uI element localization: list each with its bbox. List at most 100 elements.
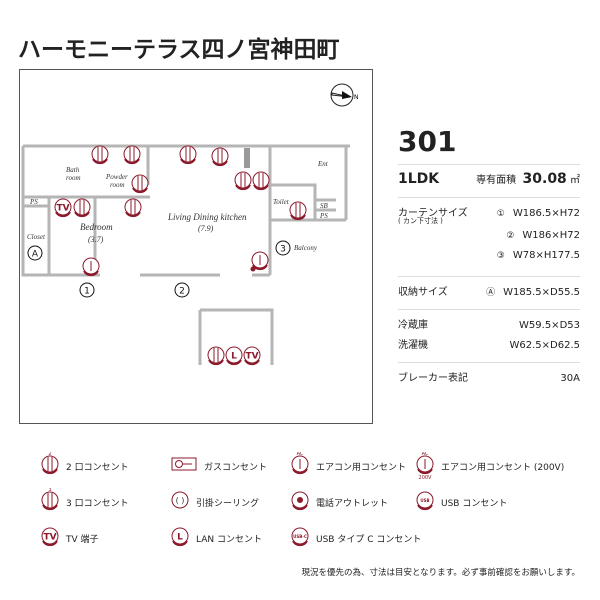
curtain-marker-3: 3: [280, 245, 286, 255]
room-label-ent: Ent: [317, 160, 329, 168]
curtain-no: ②: [506, 231, 515, 241]
pillar: [244, 148, 250, 168]
power-outlet-icon: [131, 174, 149, 194]
fridge-size: W59.5×D53: [519, 320, 580, 331]
room-label-balcony: Balcony: [294, 244, 318, 252]
power-outlet-icon: [211, 147, 229, 167]
svg-text:TV: TV: [56, 204, 69, 214]
legend-item: ガスコンセント: [170, 452, 267, 480]
curtain-marker-1: 1: [84, 287, 90, 297]
power-outlet-icon: [234, 171, 252, 191]
power-outlet-icon: [207, 346, 225, 366]
phone-outlet-icon: [250, 266, 256, 272]
washer-size: W62.5×D62.5: [509, 340, 581, 351]
power-outlet-icon: [124, 198, 142, 218]
property-title: ハーモニーテラス四ノ宮神田町: [18, 37, 340, 63]
svg-text:( ): ( ): [176, 496, 185, 505]
room-size-bedroom: (3.7): [88, 235, 104, 244]
power-outlet-icon: [252, 171, 270, 191]
outlet-3-icon: 3: [41, 488, 59, 511]
room-label-powder2: room: [110, 181, 125, 189]
ac-200v-outlet-icon: AC 200V: [416, 452, 434, 480]
storage-label: 収納サイズ: [398, 287, 448, 298]
usb-outlet-icon: USB: [416, 491, 434, 511]
legend-label: ガスコンセント: [204, 462, 268, 473]
washer-label: 洗濯機: [398, 340, 428, 351]
power-outlet-icon: [289, 201, 307, 221]
gas-outlet-icon: [171, 457, 197, 471]
room-label-sb: SB: [320, 202, 329, 210]
room-label-powder: Powder: [105, 173, 128, 181]
ceiling-hook-icon: ( ): [171, 491, 189, 509]
legend-item: 2 2 口コンセント: [40, 452, 129, 480]
svg-text:TV: TV: [43, 533, 56, 543]
legend-label: 3 口コンセント: [66, 498, 129, 509]
legend-tag2: 200V: [419, 475, 433, 480]
outlet-tv-icon: TV: [54, 198, 72, 218]
room-label-ps2: PS: [319, 212, 328, 220]
legend-label: USB コンセント: [441, 498, 508, 509]
room-label-closet: Closet: [27, 233, 46, 241]
phone-outlet-icon: [291, 491, 309, 511]
power-outlet-icon: [251, 251, 269, 271]
legend-label: エアコン用コンセント: [316, 462, 407, 473]
room-label-bedroom: Bedroom: [80, 222, 113, 232]
floor-plan-drawing: N Bath room Powder room Bedroom (3.7) Li…: [21, 83, 359, 366]
svg-text:L: L: [231, 352, 237, 362]
compass-label: N: [354, 94, 359, 101]
compass-icon: N: [330, 83, 359, 107]
legend-item: ( ) 引掛シーリング: [170, 488, 259, 516]
legend-tag: 3: [48, 488, 51, 493]
legend-label: 電話アウトレット: [316, 498, 389, 509]
legend-label: 引掛シーリング: [196, 498, 260, 509]
curtain-no: ③: [496, 251, 505, 261]
power-outlet-icon: [82, 257, 100, 277]
storage-size: W185.5×D55.5: [503, 287, 580, 298]
legend-label: TV 端子: [66, 534, 99, 545]
svg-text:USB: USB: [420, 498, 429, 503]
curtain-size: W78×H177.5: [512, 250, 580, 261]
area-value: 30.08: [522, 171, 567, 187]
curtain-marker-2: 2: [179, 287, 185, 297]
room-number: 301: [398, 125, 457, 158]
outlet-tv-icon: TV: [243, 346, 261, 366]
legend-item: 3 3 口コンセント: [40, 488, 129, 516]
legend-item: L LAN コンセント: [170, 524, 262, 552]
storage-marker-a: A: [32, 250, 39, 260]
storage-no: Ⓐ: [486, 288, 496, 298]
legend-label: 2 口コンセント: [66, 462, 129, 473]
legend-tag: AC: [297, 452, 304, 457]
power-outlet-icon: [73, 198, 91, 218]
curtain-size: W186.5×H72: [512, 208, 580, 219]
ac-outlet-icon: AC: [291, 452, 309, 475]
floor-plan: N Bath room Powder room Bedroom (3.7) Li…: [19, 69, 373, 424]
disclaimer-note: 現況を優先の為、寸法は目安となります。必ず事前確認をお願いします。: [301, 568, 580, 578]
room-label-ldk: Living Dining kitchen: [167, 212, 247, 222]
layout-type: 1LDK: [398, 171, 440, 187]
curtain-label: カーテンサイズ: [398, 208, 468, 219]
legend-item: TV TV 端子: [40, 524, 99, 552]
fridge-label: 冷蔵庫: [398, 320, 428, 331]
breaker-label: ブレーカー表記: [398, 373, 468, 384]
outlet-l-icon: L: [225, 346, 243, 366]
svg-text:TV: TV: [245, 352, 258, 362]
legend-item: AC エアコン用コンセント: [290, 452, 406, 480]
curtain-size: W186×H72: [522, 230, 580, 241]
tv-terminal-icon: TV: [41, 527, 59, 547]
legend-tag: AC: [422, 452, 429, 457]
svg-text:USB-C: USB-C: [293, 534, 307, 539]
area-unit: ㎡: [570, 175, 580, 186]
room-size-ldk: (7.9): [198, 224, 214, 233]
area-label: 専有面積: [476, 175, 517, 186]
legend-label: エアコン用コンセント (200V): [441, 462, 565, 473]
room-label-bath: Bath: [66, 166, 80, 174]
room-label-toilet: Toilet: [273, 198, 290, 206]
breaker-value: 30A: [560, 373, 580, 384]
power-outlet-icon: [179, 145, 197, 165]
lan-outlet-icon: L: [171, 527, 189, 547]
legend-label: LAN コンセント: [196, 534, 262, 545]
legend-tag: 2: [48, 452, 51, 457]
room-label-ps1: PS: [29, 198, 38, 206]
